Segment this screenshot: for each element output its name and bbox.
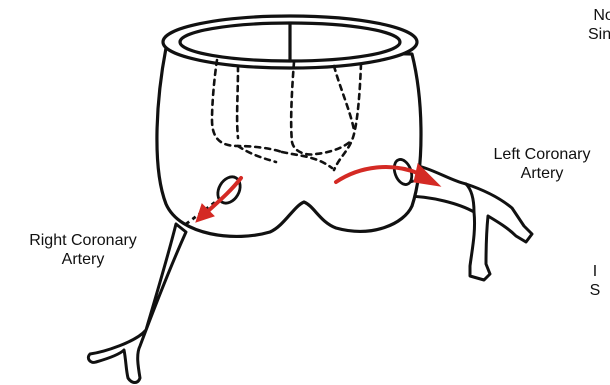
aortic-root-body [157, 48, 421, 236]
non-coronary-sinus-label: Non Sinus [553, 6, 610, 44]
cut-off-label-line1: I [560, 262, 610, 281]
non-coronary-label-line2: Sinus [553, 25, 610, 44]
right-coronary-artery-label: Right Coronary Artery [8, 231, 158, 269]
left-coronary-artery-label: Left Coronary Artery [468, 145, 610, 183]
aortic-rim [163, 16, 417, 68]
left-coronary-label-line2: Artery [468, 164, 610, 183]
cut-off-label-line2: S [560, 281, 610, 300]
cut-off-edge-label: I S [560, 262, 610, 300]
right-coronary-label-line1: Right Coronary [8, 231, 158, 250]
left-coronary-label-line1: Left Coronary [468, 145, 610, 164]
non-coronary-label-line1: Non [553, 6, 610, 25]
right-coronary-label-line2: Artery [8, 250, 158, 269]
